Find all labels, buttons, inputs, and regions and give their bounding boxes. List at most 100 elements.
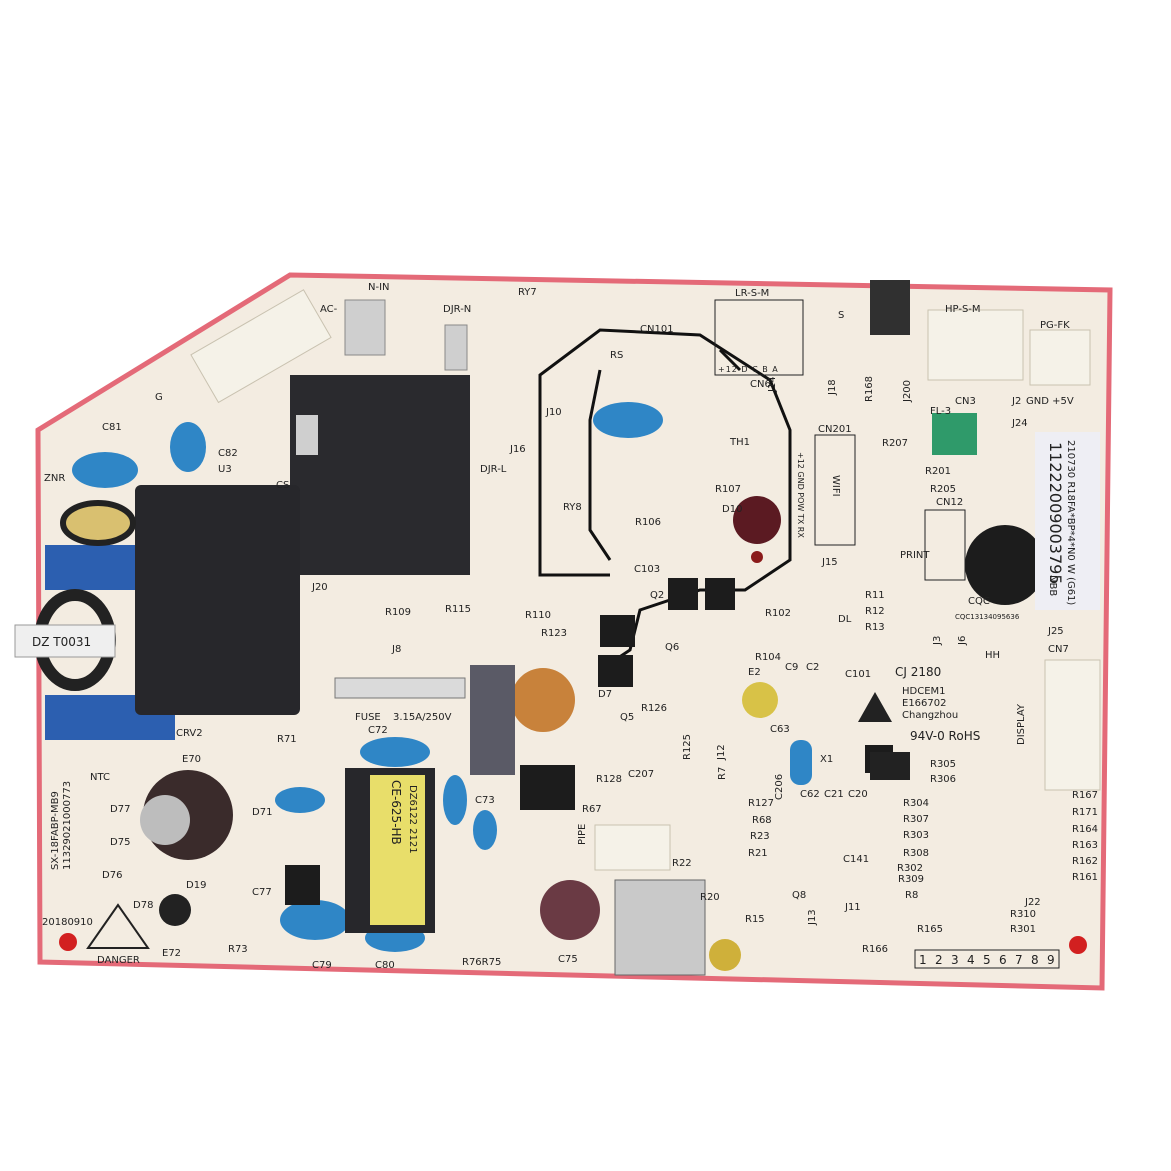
silkscreen-label: R307 xyxy=(903,814,929,825)
pipe-connector xyxy=(594,824,671,871)
silkscreen-label: S xyxy=(838,310,844,321)
ic-qr xyxy=(870,752,910,780)
silkscreen-label: DJR-L xyxy=(480,464,507,475)
silkscreen-label: C103 xyxy=(634,564,660,575)
silkscreen-label: R201 xyxy=(925,466,951,477)
power-connector xyxy=(190,289,332,404)
filter-capacitor xyxy=(470,665,515,775)
silkscreen-label: C101 xyxy=(845,669,871,680)
silkscreen-label: J24 xyxy=(1011,418,1028,429)
silkscreen-label: 8 xyxy=(1031,953,1039,967)
silkscreen-label: J8 xyxy=(391,644,401,655)
silkscreen-label: AC- xyxy=(320,304,338,315)
silkscreen-label: R123 xyxy=(541,628,567,639)
silkscreen-label: R115 xyxy=(445,604,471,615)
silkscreen-label: R23 xyxy=(750,831,770,842)
silkscreen-label: R67 xyxy=(582,804,602,815)
silkscreen-label: C82 xyxy=(218,448,238,459)
cn12-connector xyxy=(924,509,966,581)
esd-icon xyxy=(858,692,892,722)
silkscreen-label: J20 xyxy=(311,582,328,593)
silkscreen-label: DISPLAY xyxy=(1016,703,1027,745)
silkscreen-label: R166 xyxy=(862,944,888,955)
electrolytic-capacitor xyxy=(159,894,191,926)
silkscreen-label: D76 xyxy=(102,870,122,881)
silkscreen-label: Q5 xyxy=(620,712,634,723)
silkscreen-label: U3 xyxy=(218,464,232,475)
silkscreen-label: R13 xyxy=(865,622,885,633)
board-code: 11329021000773 xyxy=(62,781,73,870)
silkscreen-label: D7 xyxy=(598,689,612,700)
silkscreen-label: HDCEM1 xyxy=(902,686,946,697)
silkscreen-label: R104 xyxy=(755,652,781,663)
transformer-date-code: DZ6122 2121 xyxy=(407,785,418,854)
fuse xyxy=(334,677,466,699)
silkscreen-label: R106 xyxy=(635,517,661,528)
silkscreen-label: R15 xyxy=(745,914,765,925)
silkscreen-label: J12 xyxy=(716,744,727,761)
silkscreen-label: J14 xyxy=(767,376,778,393)
silkscreen-label: R303 xyxy=(903,830,929,841)
silkscreen-label: CJ 2180 xyxy=(895,665,941,679)
silkscreen-label: 2 xyxy=(935,953,943,967)
silkscreen-label: J200 xyxy=(902,380,913,403)
silkscreen-label: NTC xyxy=(90,772,110,783)
silkscreen-label: C141 xyxy=(843,854,869,865)
silkscreen-label: LR-S-M xyxy=(735,288,769,299)
silkscreen-label: R22 xyxy=(672,858,692,869)
silkscreen-label: E72 xyxy=(162,948,181,959)
silkscreen-label: J3 xyxy=(932,636,943,646)
danger-label: DANGER xyxy=(97,955,140,966)
dz-label-plate xyxy=(14,624,116,658)
danger-hazard-icon xyxy=(86,903,150,949)
silkscreen-label: J2 xyxy=(1011,396,1021,407)
silkscreen-label: WIFI xyxy=(830,475,841,497)
board-model: SX-18FABP-MB9 xyxy=(50,791,61,870)
ic-chips xyxy=(285,578,893,905)
silkscreen-label: CN7 xyxy=(1048,644,1069,655)
silkscreen-label: C62 xyxy=(800,789,820,800)
silkscreen-label: PRINT xyxy=(900,550,930,561)
red-mark xyxy=(1069,936,1087,954)
silkscreen-label: X1 xyxy=(820,754,833,765)
silkscreen-label: C75 xyxy=(558,954,578,965)
transformer-bobbin xyxy=(135,485,300,715)
silkscreen-label: 9 xyxy=(1047,953,1055,967)
silkscreen-label: Q2 xyxy=(650,590,664,601)
silkscreen-label: CN12 xyxy=(936,497,963,508)
transformer-label xyxy=(370,775,425,925)
silkscreen-label: R168 xyxy=(864,376,875,402)
silkscreen-label: 7 xyxy=(1015,953,1023,967)
silkscreen-label: R76R75 xyxy=(462,957,501,968)
silkscreen-label: R127 xyxy=(748,798,774,809)
silkscreen-label: J10 xyxy=(545,407,562,418)
relay-terminal xyxy=(296,415,318,455)
silkscreen-labels: AC- N-IN DJR-N RY7 CN101 RS LR-S-M CN6 +… xyxy=(44,282,1098,971)
serial-sticker xyxy=(1035,432,1100,610)
silkscreen-label: HH xyxy=(985,650,1000,661)
wifi-pin-labels: +12 GND POW TX RX xyxy=(796,452,805,538)
silkscreen-label: R302 xyxy=(897,863,923,874)
silkscreen-label: R68 xyxy=(752,815,772,826)
silkscreen-label: FUSE xyxy=(355,712,381,723)
silkscreen-label: TH1 xyxy=(729,437,750,448)
silkscreen-label: R126 xyxy=(641,703,667,714)
silkscreen-label: R8 xyxy=(905,890,918,901)
electrolytic-capacitor xyxy=(742,682,778,718)
display-connector xyxy=(1044,659,1101,791)
silkscreen-label: CRV2 xyxy=(176,728,203,739)
silkscreen-label: R207 xyxy=(882,438,908,449)
sticker-line3: NBB xyxy=(1047,575,1058,596)
pin-number-boxes: 1 2 3 4 5 6 7 8 9 xyxy=(914,949,1060,969)
silkscreen-label: CN101 xyxy=(640,324,674,335)
hp-connector xyxy=(927,309,1024,381)
silkscreen-label: Changzhou xyxy=(902,710,958,721)
silkscreen-label: R102 xyxy=(765,608,791,619)
silkscreen-label: CQC13134095636 xyxy=(955,613,1020,621)
silkscreen-label: R309 xyxy=(898,874,924,885)
silkscreen-label: ZNR xyxy=(44,473,65,484)
ac-terminal xyxy=(344,299,386,356)
silkscreen-label: N-IN xyxy=(368,282,390,293)
silkscreen-label: J15 xyxy=(821,557,838,568)
